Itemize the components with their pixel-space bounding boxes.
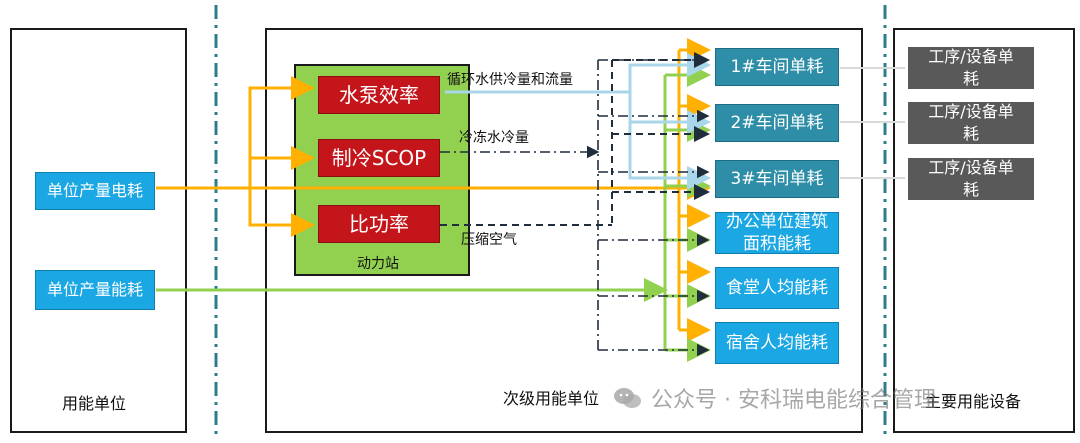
panel-energy-unit	[10, 28, 187, 433]
circulating-water-label: 循环水供冷量和流量	[447, 72, 573, 88]
wechat-icon	[614, 388, 641, 408]
equipment-box-3: 工序/设备单耗	[908, 158, 1034, 200]
cooling-scop-box: 制冷SCOP	[318, 139, 440, 177]
watermark: 公众号 · 安科瑞电能综合管理	[613, 382, 936, 414]
workshop-2-box: 2#车间单耗	[715, 104, 839, 142]
canteen-box: 食堂人均能耗	[715, 267, 839, 309]
office-box: 办公单位建筑面积能耗	[715, 212, 839, 254]
panel-energy-unit-label: 用能单位	[62, 394, 127, 413]
workshop-1-box: 1#车间单耗	[715, 48, 839, 86]
panel-secondary-unit-label: 次级用能单位	[503, 389, 600, 408]
workshop-3-box: 3#车间单耗	[715, 160, 839, 198]
power-station-label: 动力站	[357, 256, 399, 272]
dormitory-box: 宿舍人均能耗	[715, 322, 839, 364]
unit-energy-box: 单位产量能耗	[35, 270, 155, 310]
equipment-box-1: 工序/设备单耗	[908, 47, 1034, 89]
panel-main-equipment-label: 主要用能设备	[925, 392, 1022, 411]
watermark-text: 公众号 · 安科瑞电能综合管理	[651, 388, 936, 413]
chilled-water-label: 冷冻水冷量	[459, 130, 529, 146]
compressed-air-label: 压缩空气	[461, 232, 517, 248]
unit-electricity-box: 单位产量电耗	[35, 172, 155, 210]
panel-main-equipment	[893, 28, 1075, 433]
equipment-box-2: 工序/设备单耗	[908, 102, 1034, 144]
specific-power-box: 比功率	[318, 205, 440, 243]
pump-efficiency-box: 水泵效率	[318, 76, 440, 114]
